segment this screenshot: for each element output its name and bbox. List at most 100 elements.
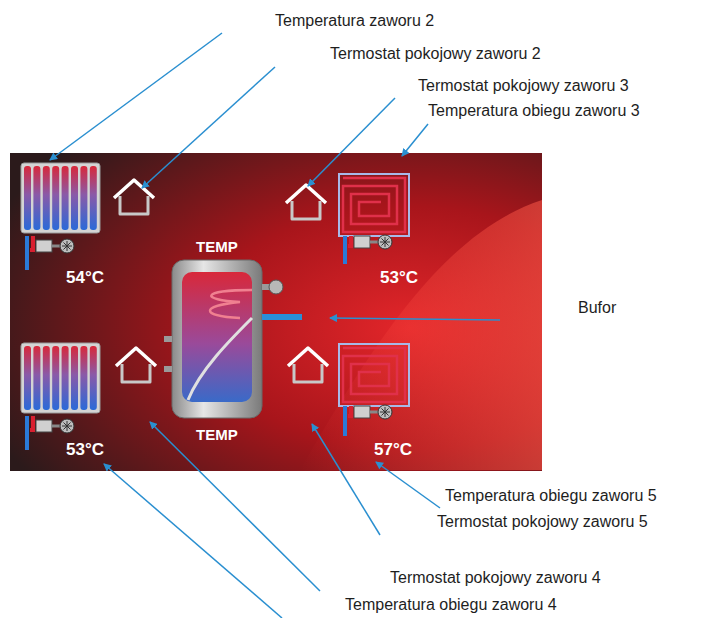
radiator-column (24, 166, 31, 230)
temperature-value: 53°C (380, 268, 418, 288)
leader-line (150, 422, 320, 591)
sensor-label: TEMP (196, 238, 238, 255)
pipe (348, 244, 353, 248)
radiator-column (24, 346, 31, 410)
pump-blade (63, 422, 70, 429)
house-roof (288, 348, 328, 366)
valve-icons (30, 235, 392, 433)
pipe (343, 236, 347, 264)
callout-underline (320, 590, 667, 592)
callout-label: Bufor (578, 299, 616, 317)
radiator-column (33, 166, 40, 230)
radiator-column (90, 166, 97, 230)
floor-coil (343, 348, 405, 402)
leader-line (104, 464, 282, 618)
pipe (348, 414, 353, 418)
house-wall (292, 201, 320, 219)
callout-label: Temperatura zaworu 2 (275, 12, 434, 30)
temperature-value: 57°C (374, 440, 412, 460)
pipe (30, 428, 35, 432)
house-roof (116, 348, 156, 366)
pipe (30, 248, 35, 252)
floor-coil (343, 178, 405, 232)
callout-label: Temperatura obiegu zaworu 4 (345, 596, 557, 614)
pipe (370, 411, 378, 414)
leader-line (142, 67, 275, 188)
tank-coil (210, 290, 252, 318)
callout-underline (428, 123, 710, 125)
pump-symbol (60, 239, 74, 253)
pump-symbol (269, 280, 283, 294)
callout-label: Termostat pokojowy zaworu 5 (437, 513, 648, 531)
pump-symbol (60, 419, 74, 433)
valve-pump-group (25, 236, 35, 450)
tank-inner (182, 272, 252, 402)
house-wall (294, 364, 322, 382)
pump-symbol (378, 405, 392, 419)
radiator-column (71, 166, 78, 230)
floor-coil-frame (339, 344, 409, 406)
leader-line (330, 318, 500, 320)
callout-underline (500, 319, 680, 321)
house-roof (286, 185, 326, 203)
radiator-column (62, 166, 69, 230)
tank-divider (188, 318, 252, 400)
pipe (52, 245, 60, 248)
temperature-value: 54°C (66, 268, 104, 288)
valve-motor (354, 406, 370, 418)
leader-line (376, 462, 440, 508)
buffer-tank (164, 260, 302, 418)
leader-line (50, 33, 222, 160)
callout-underline (395, 97, 700, 99)
leader-line (308, 98, 395, 186)
floor-heating-group (339, 174, 409, 436)
pipe (25, 416, 29, 450)
radiator-group (21, 163, 100, 413)
radiator-column (80, 346, 87, 410)
house-wall (122, 364, 150, 382)
radiator-column (90, 346, 97, 410)
leader-line (402, 124, 428, 156)
house-wall (120, 196, 148, 214)
callout-underline (275, 66, 600, 68)
pipe (25, 236, 29, 270)
radiator-column (80, 166, 87, 230)
sensor-label: TEMP (196, 426, 238, 443)
callout-label: Termostat pokojowy zaworu 3 (418, 77, 629, 95)
pump-blade (381, 238, 388, 245)
panel-swoosh (300, 200, 542, 470)
radiator-frame (21, 163, 100, 233)
pipe (31, 416, 35, 428)
valve-motor (36, 240, 52, 252)
callout-label: Termostat pokojowy zaworu 4 (390, 569, 601, 587)
callout-label: Temperatura obiegu zaworu 3 (428, 102, 640, 120)
radiator-column (52, 346, 59, 410)
pipe (370, 241, 378, 244)
pump-blade (63, 242, 70, 249)
callout-underline (440, 507, 705, 509)
pump-symbol (378, 235, 392, 249)
radiator-column (43, 346, 50, 410)
temperature-value: 53°C (66, 440, 104, 460)
radiator-column (52, 166, 59, 230)
callout-underline (380, 534, 703, 536)
callout-label: Temperatura obiegu zaworu 5 (445, 487, 657, 505)
radiator-column (43, 166, 50, 230)
callout-underline (222, 32, 560, 34)
tank-pipe (262, 314, 302, 320)
pipe (52, 425, 60, 428)
leader-line (312, 424, 380, 535)
floor-coil-frame (339, 174, 409, 236)
tank-connector (164, 366, 172, 372)
valve-motor (354, 236, 370, 248)
pipe (343, 406, 347, 436)
valve-motor (36, 420, 52, 432)
radiator-column (33, 346, 40, 410)
callout-label: Termostat pokojowy zaworu 2 (330, 45, 541, 63)
pipe (31, 236, 35, 248)
radiator-column (62, 346, 69, 410)
leader-lines (50, 33, 710, 618)
tank-connector (164, 336, 172, 342)
radiator-frame (21, 343, 100, 413)
